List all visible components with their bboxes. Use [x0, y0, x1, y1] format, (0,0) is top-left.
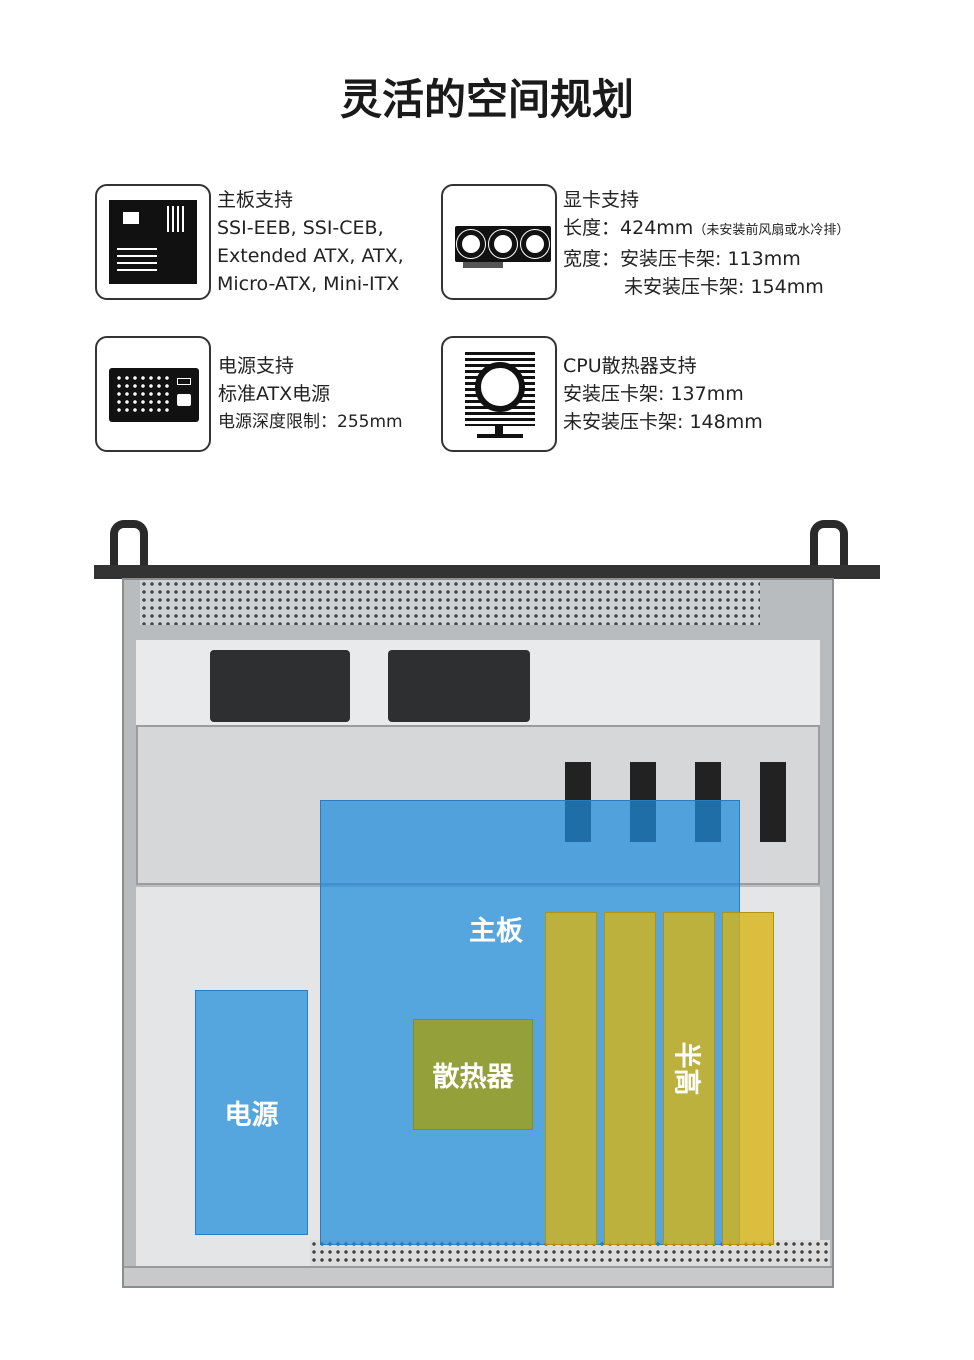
spec-line: 安装压卡架: 137mm: [563, 383, 744, 405]
handle-right: [810, 520, 848, 570]
motherboard-heading: 主板支持: [217, 189, 294, 211]
bottom-rail: [124, 1266, 832, 1286]
fan-2: [388, 650, 530, 722]
spec-line: 电源深度限制：255mm: [218, 412, 403, 432]
expansion-card-3: 半高: [663, 912, 715, 1245]
cpu-cooler-spec: CPU散热器支持 安装压卡架: 137mm 未安装压卡架: 148mm: [563, 352, 763, 436]
front-vent: [140, 580, 760, 625]
width-without-bracket: 未安装压卡架: 154mm: [624, 276, 824, 298]
length-value: 424mm: [620, 217, 694, 239]
width-with-bracket: 安装压卡架: 113mm: [620, 248, 801, 270]
fan-1: [210, 650, 350, 722]
length-note: （未安装前风扇或水冷排）: [693, 223, 850, 238]
spec-line: SSI-EEB, SSI-CEB,: [217, 217, 384, 239]
length-label: 长度：: [563, 217, 621, 239]
spec-line: 标准ATX电源: [218, 383, 331, 405]
psu-area: 电源: [195, 990, 308, 1235]
spec-line: 未安装压卡架: 148mm: [563, 411, 763, 433]
graphics-card-icon: [441, 184, 557, 300]
page-title: 灵活的空间规划: [339, 75, 634, 124]
psu-heading: 电源支持: [218, 355, 295, 377]
motherboard-icon: [95, 184, 211, 300]
cpu-cooler-icon: [441, 336, 557, 452]
expansion-card-2: [604, 912, 656, 1245]
spec-line: Micro-ATX, Mini-ITX: [217, 273, 400, 295]
front-panel: [94, 565, 880, 579]
handle-left: [110, 520, 148, 570]
expansion-card-1: [545, 912, 597, 1245]
power-supply-icon: [95, 336, 211, 452]
half-height-label: 半高: [670, 1041, 702, 1096]
motherboard-label: 主板: [469, 916, 523, 947]
heatsink-area: 散热器: [413, 1019, 533, 1130]
expansion-card-4: [722, 912, 774, 1245]
gpu-heading: 显卡支持: [563, 189, 640, 211]
heatsink-label: 散热器: [432, 1062, 514, 1093]
gpu-spec: 显卡支持 长度：424mm（未安装前风扇或水冷排） 宽度：安装压卡架: 113m…: [563, 186, 849, 301]
psu-label: 电源: [224, 1100, 279, 1131]
cpu-cooler-heading: CPU散热器支持: [563, 355, 697, 377]
spec-line: Extended ATX, ATX,: [217, 245, 404, 267]
psu-spec: 电源支持 标准ATX电源 电源深度限制：255mm: [218, 352, 403, 436]
motherboard-spec: 主板支持 SSI-EEB, SSI-CEB, Extended ATX, ATX…: [217, 186, 404, 298]
width-label: 宽度：: [563, 248, 621, 270]
